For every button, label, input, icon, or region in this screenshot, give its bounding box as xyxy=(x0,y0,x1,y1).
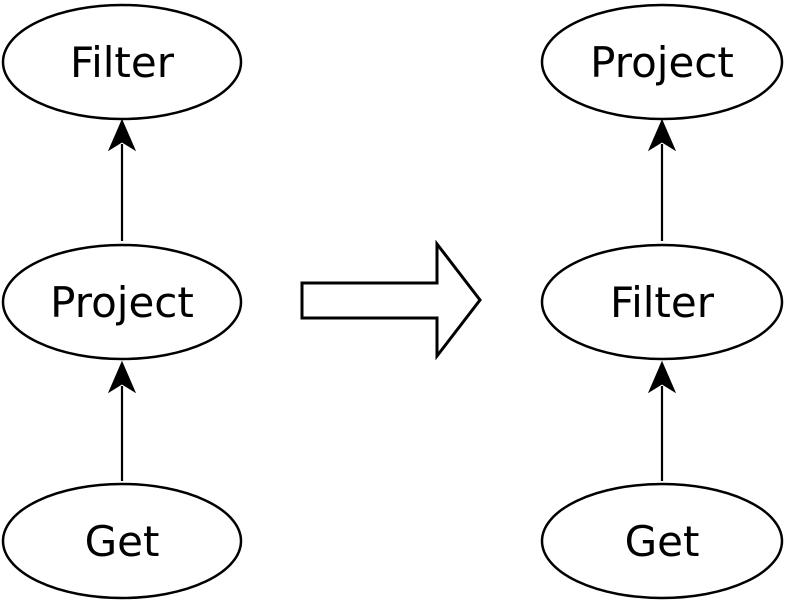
node-left-middle: Project xyxy=(1,243,243,361)
arrowhead-up-icon xyxy=(107,118,137,152)
node-label: Project xyxy=(590,38,734,87)
node-right-bottom: Get xyxy=(540,482,784,600)
node-label: Filter xyxy=(70,38,175,87)
node-ellipse xyxy=(540,243,784,361)
edge-arrow-up xyxy=(107,118,137,241)
node-label: Get xyxy=(625,517,700,566)
arrowhead-up-icon xyxy=(107,360,137,394)
node-right-top: Project xyxy=(540,3,784,121)
node-ellipse xyxy=(540,482,784,600)
edge-arrow-up xyxy=(647,118,677,241)
right-plan: Project Filter Get xyxy=(540,3,784,600)
node-label: Get xyxy=(85,517,160,566)
node-left-bottom: Get xyxy=(1,482,243,600)
node-label: Project xyxy=(50,278,194,327)
node-left-top: Filter xyxy=(1,3,243,121)
transform-arrow xyxy=(300,239,482,361)
node-ellipse xyxy=(1,3,243,121)
node-ellipse xyxy=(1,243,243,361)
right-block-arrow-icon xyxy=(300,239,482,361)
node-right-middle: Filter xyxy=(540,243,784,361)
left-plan: Filter Project Get xyxy=(1,3,243,600)
edge-arrow-up xyxy=(107,360,137,481)
arrowhead-up-icon xyxy=(647,118,677,152)
node-label: Filter xyxy=(610,278,715,327)
node-ellipse xyxy=(540,3,784,121)
arrowhead-up-icon xyxy=(647,360,677,394)
edge-arrow-up xyxy=(647,360,677,481)
node-ellipse xyxy=(1,482,243,600)
